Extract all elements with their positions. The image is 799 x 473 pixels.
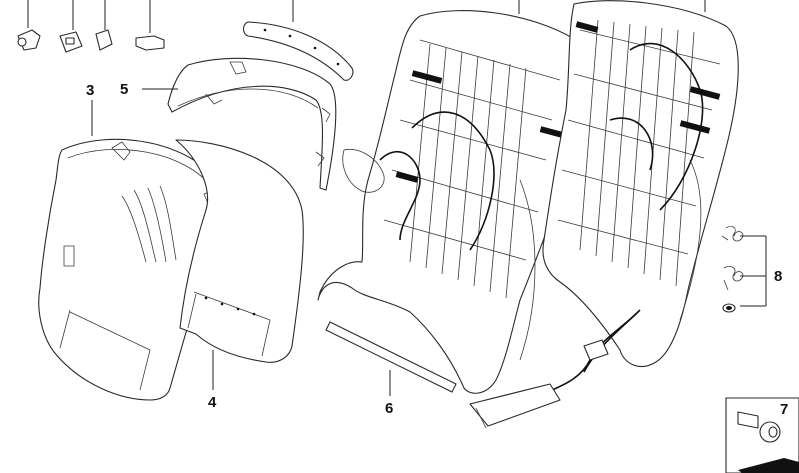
clip-parts-group — [17, 0, 165, 53]
clip-part-d — [135, 35, 165, 51]
clip-part-a — [17, 29, 41, 51]
upper-back-panel — [167, 57, 337, 191]
clip-part-c — [95, 29, 113, 51]
top-trim-strip — [242, 0, 354, 81]
backrest-rear-panel — [175, 139, 304, 363]
callout-label-8: 8 — [774, 268, 782, 285]
backrest-frame-right — [542, 0, 739, 367]
backrest-cover — [38, 138, 227, 401]
callout-label-4: 4 — [208, 394, 217, 411]
callout-label-5: 5 — [120, 81, 128, 98]
backrest-frame-left — [317, 10, 584, 394]
callout-label-3: 3 — [86, 82, 94, 99]
wiring-harness — [469, 309, 641, 429]
callout-label-7: 7 — [780, 401, 788, 418]
callout-label-6: 6 — [385, 400, 393, 417]
clip-part-b — [59, 31, 83, 53]
spring-parts — [721, 226, 767, 313]
bolt-part-box — [725, 397, 799, 473]
foam-strip — [325, 321, 457, 393]
